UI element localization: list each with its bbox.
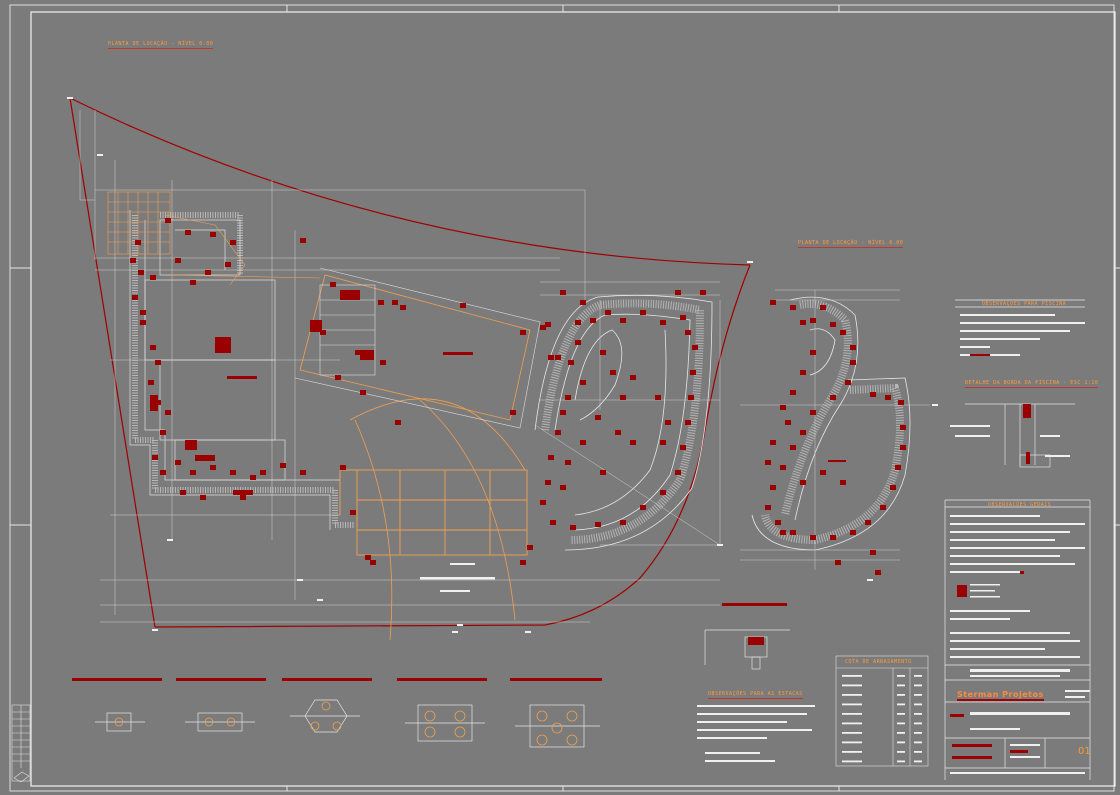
company-name: Sterman Projetos bbox=[957, 690, 1044, 701]
plan-title-secondary: PLANTA DE LOCAÇÃO - NÍVEL 0.00 bbox=[798, 240, 904, 248]
sheet-number: 01 bbox=[1078, 746, 1091, 757]
pile-notes-title: OBSERVAÇÕES PARA AS ESTACAS bbox=[708, 691, 803, 699]
pile-table-title: COTA DE ARRASAMENTO bbox=[845, 659, 912, 665]
general-notes-title: OBSERVAÇÕES GERAIS bbox=[988, 502, 1052, 508]
pool-detail-title: DETALHE DA BORDA DA PISCINA - ESC 1:10 bbox=[965, 380, 1099, 388]
notes-pool-title: OBSERVAÇÕES PARA PISCINA bbox=[982, 301, 1067, 307]
plan-title: PLANTA DE LOCAÇÃO - NÍVEL 0.00 bbox=[108, 41, 214, 49]
